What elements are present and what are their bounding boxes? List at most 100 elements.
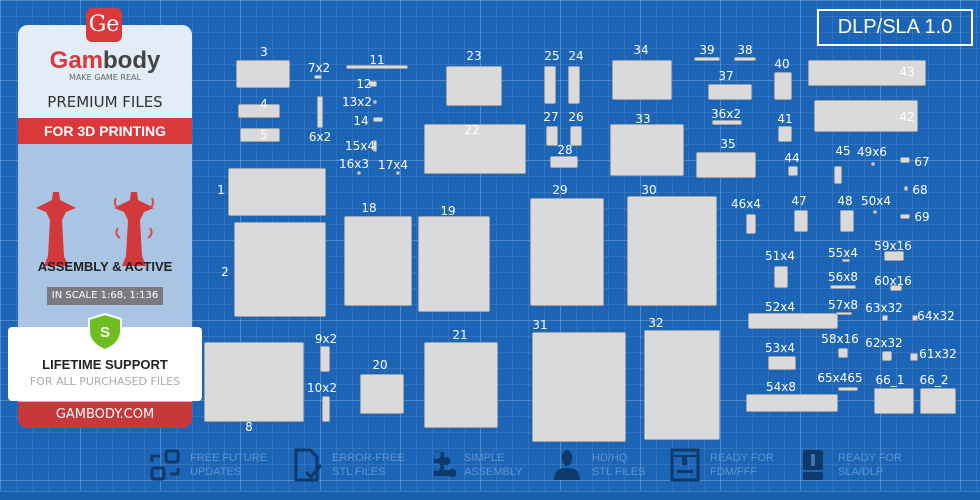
part-21-model	[424, 342, 498, 428]
part-47-model	[794, 210, 808, 232]
part-14-model	[373, 117, 383, 122]
premium-files: PREMIUM FILES	[47, 93, 163, 111]
part-label: 64x32	[917, 309, 955, 323]
part-41-model	[778, 126, 792, 142]
part-label: 10x2	[306, 381, 338, 395]
part-56x8-model	[830, 285, 856, 289]
part-34-model	[612, 60, 672, 100]
part-63x32-model	[882, 315, 888, 321]
feature-line1: READY FOR	[838, 452, 902, 464]
part-53x4-model	[768, 356, 796, 370]
part-label: 51x4	[764, 249, 796, 263]
part-label: 7x2	[307, 61, 331, 75]
part-label: 20	[372, 358, 388, 372]
for-3d-printing: FOR 3D PRINTING	[18, 118, 192, 144]
part-label: 1	[217, 183, 225, 197]
part-50x4-model	[873, 210, 877, 214]
part-66_1-model	[874, 388, 914, 414]
part-label: 62x32	[865, 336, 903, 350]
feature-line2: ASSEMBLY	[464, 466, 523, 478]
part-label: 22	[464, 123, 480, 137]
support-title: LIFETIME SUPPORT	[42, 357, 168, 372]
file-check-icon	[294, 448, 323, 482]
promo-panel: Gambody MAKE GAME REAL PREMIUM FILES FOR…	[18, 25, 192, 428]
part-label: 48	[837, 194, 853, 208]
part-label: 26	[568, 110, 584, 124]
part-label: 58x16	[821, 332, 859, 346]
part-60x16-model	[890, 285, 902, 291]
part-label: 5	[260, 128, 268, 142]
feature-fdm-printer: READY FOR FDM/FFF	[668, 448, 774, 482]
part-48-model	[840, 210, 854, 232]
part-label: 68	[912, 183, 928, 197]
part-label: 60x16	[874, 274, 912, 288]
part-label: 14	[353, 114, 369, 128]
bust-icon	[554, 450, 580, 480]
part-52x4-model	[748, 313, 838, 329]
brand-dark: body	[103, 47, 161, 74]
part-label: 27	[543, 110, 559, 124]
part-13x2-model	[373, 100, 377, 104]
part-19-model	[418, 216, 490, 312]
part-65x465-model	[838, 387, 858, 391]
part-label: 52x4	[764, 300, 796, 314]
part-59x16-model	[884, 251, 904, 261]
part-label: 38	[737, 43, 753, 57]
part-27-model	[546, 126, 558, 146]
part-label: 69	[914, 210, 930, 224]
site-link[interactable]: GAMBODY.COM	[18, 402, 192, 428]
part-label: 63x32	[865, 301, 903, 315]
part-6x2-model	[317, 96, 323, 128]
part-26-model	[570, 126, 582, 146]
part-label: 53x4	[764, 341, 796, 355]
part-label: 36x2	[710, 107, 742, 121]
feature-line1: READY FOR	[710, 452, 774, 464]
part-label: 43	[899, 65, 915, 79]
part-label: 47	[791, 194, 807, 208]
part-33-model	[610, 124, 684, 176]
feature-text: READY FOR FDM/FFF	[710, 451, 774, 479]
part-label: 50x4	[860, 194, 892, 208]
part-67-model	[900, 157, 910, 163]
part-12-model	[369, 81, 377, 87]
part-30-model	[627, 196, 717, 306]
part-label: 49x6	[856, 145, 888, 159]
part-label: 46x4	[730, 197, 762, 211]
part-label: 17x4	[377, 158, 409, 172]
part-31-model	[532, 332, 626, 442]
feature-line2: STL FILES	[332, 466, 386, 478]
part-16x3-model	[357, 171, 361, 175]
part-32-model	[644, 330, 720, 440]
part-label: 54x8	[765, 380, 797, 394]
part-17x4-model	[396, 171, 400, 175]
svg-text:S: S	[100, 324, 110, 341]
support-subtitle: FOR ALL PURCHASED FILES	[29, 375, 181, 388]
feature-line2: FDM/FFF	[710, 466, 758, 478]
feature-line2: STL FILES	[592, 466, 646, 478]
bottom-strip	[0, 491, 980, 500]
part-label: 28	[557, 143, 573, 157]
feature-line2: UPDATES	[190, 466, 242, 478]
part-label: 41	[777, 112, 793, 126]
part-64x32-model	[912, 315, 918, 321]
part-3-model	[236, 60, 290, 88]
sla-printer-icon	[803, 450, 823, 480]
part-4-model	[238, 104, 280, 118]
part-label: 42	[899, 110, 915, 124]
part-label: 3	[260, 45, 268, 59]
feature-line2: SLA/DLP	[838, 466, 884, 478]
part-label: 18	[361, 201, 377, 215]
feature-text: READY FOR SLA/DLP	[838, 451, 902, 479]
tagline: MAKE GAME REAL	[69, 73, 141, 82]
part-37-model	[708, 84, 752, 100]
part-label: 55x4	[827, 246, 859, 260]
part-11-model	[346, 65, 408, 69]
part-39-model	[694, 57, 720, 61]
part-label: 61x32	[919, 347, 957, 361]
